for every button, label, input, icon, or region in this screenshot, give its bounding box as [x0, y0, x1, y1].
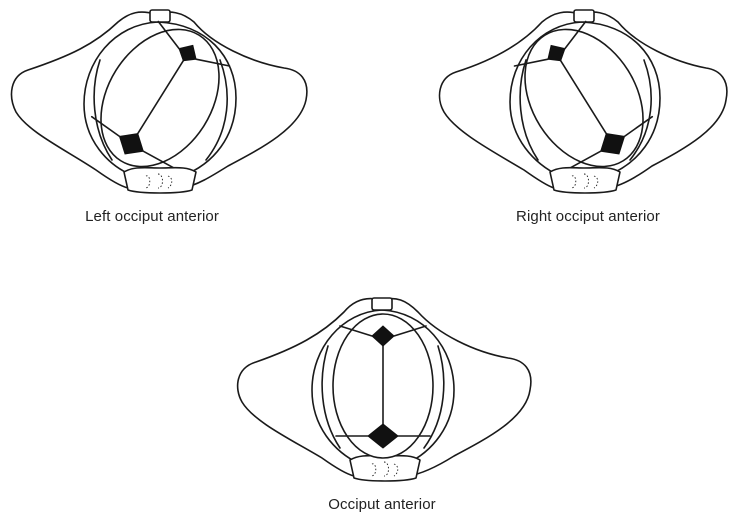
caption-occiput-anterior: Occiput anterior: [262, 496, 502, 513]
pelvis-diagram-oa: [226, 290, 536, 490]
caption-right-occiput-anterior: Right occiput anterior: [468, 208, 708, 225]
pelvis-diagram-loa: [0, 0, 310, 200]
sacrum: [350, 456, 420, 481]
panel-right-occiput-anterior: [430, 0, 729, 200]
pubic-symphysis: [150, 10, 170, 22]
sacrum: [550, 168, 620, 193]
pelvis-diagram-roa: [430, 0, 729, 200]
panel-left-occiput-anterior: [0, 0, 310, 200]
pubic-symphysis: [372, 298, 392, 310]
pubic-symphysis: [574, 10, 594, 22]
caption-left-occiput-anterior: Left occiput anterior: [32, 208, 272, 225]
panel-occiput-anterior: [226, 290, 536, 490]
sacrum: [124, 168, 196, 193]
